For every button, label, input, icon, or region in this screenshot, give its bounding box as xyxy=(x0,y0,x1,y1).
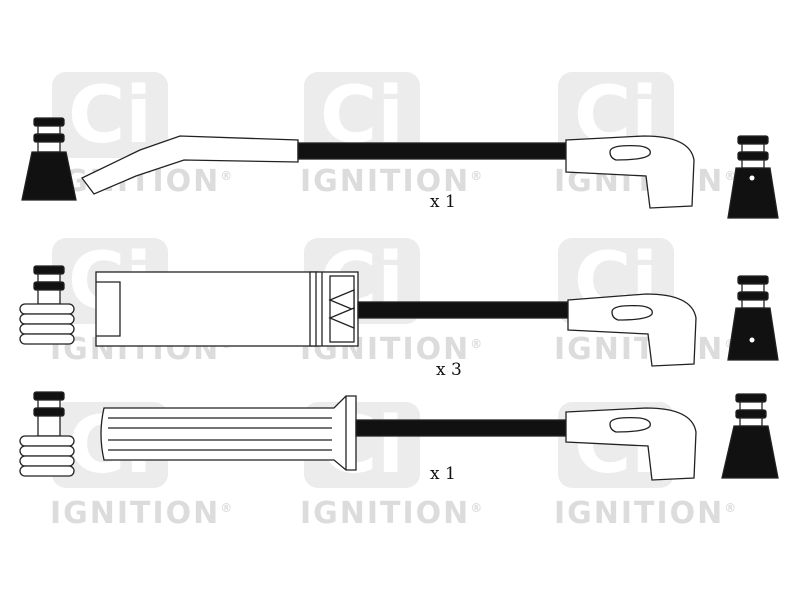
cable xyxy=(357,301,569,319)
cable xyxy=(297,142,567,160)
quantity-label: x 1 xyxy=(430,192,456,212)
coil-boot-right xyxy=(565,135,695,209)
quantity-label: x 3 xyxy=(436,360,462,380)
angled-boot xyxy=(81,135,299,195)
spark-plug-terminal-left xyxy=(21,117,77,201)
coil-terminal-right xyxy=(727,275,779,361)
coil-boot-right xyxy=(565,407,697,481)
cable xyxy=(355,419,569,437)
lead-set-1 xyxy=(21,117,779,219)
lead-set-2 xyxy=(19,265,779,367)
coil-terminal-right xyxy=(721,393,779,479)
ci-logo-watermark: Ci xyxy=(52,71,168,160)
svg-text:Ci: Ci xyxy=(68,71,152,160)
quantity-label: x 1 xyxy=(430,464,456,484)
coil-terminal-right xyxy=(727,135,779,219)
spark-plug-terminal-left xyxy=(19,265,75,345)
ignition-watermark-text: IGNITION® xyxy=(50,496,235,531)
ignition-watermark-text: IGNITION® xyxy=(300,164,485,199)
coil-boot-right xyxy=(567,293,697,367)
ignition-watermark-text: IGNITION® xyxy=(300,496,485,531)
straight-boot xyxy=(95,271,359,347)
ribbed-boot xyxy=(100,395,357,471)
ignition-watermark-text: IGNITION® xyxy=(554,496,739,531)
lead-set-3 xyxy=(19,391,779,481)
spark-plug-terminal-left xyxy=(19,391,75,477)
